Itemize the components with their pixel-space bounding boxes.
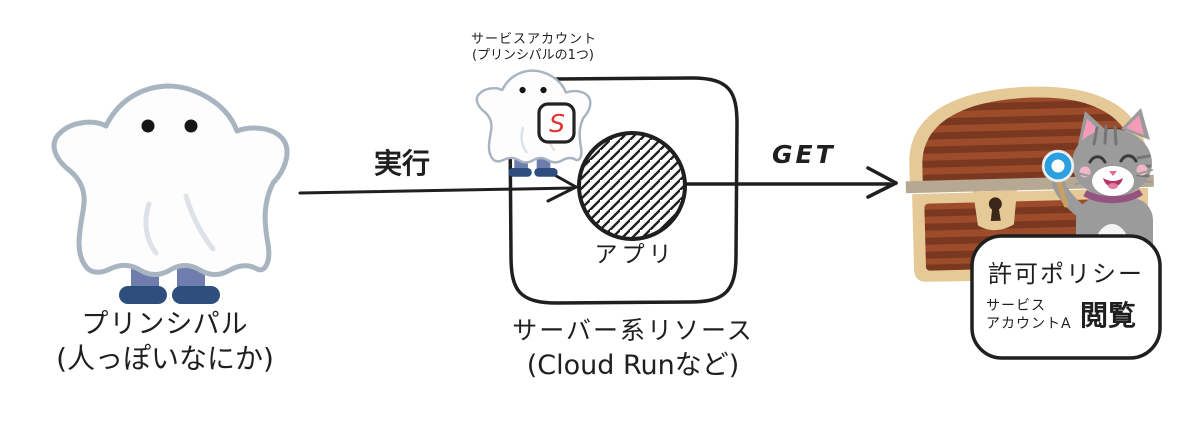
execute-arrow-label: 実行 <box>373 147 430 180</box>
server-resource-name-label: サーバー系リソース <box>512 316 754 345</box>
badge-s-letter: S <box>549 109 565 138</box>
policy-card <box>970 234 1162 360</box>
allow-sign-icon <box>1041 149 1075 208</box>
app-circle <box>577 131 687 241</box>
policy-member-line1: サービス <box>986 298 1046 314</box>
policy-member-line2: アカウントA <box>986 316 1072 332</box>
service-account-note-label: (プリンシパルの1つ) <box>471 48 595 63</box>
get-arrow <box>685 166 898 199</box>
cat-mouth <box>1103 178 1123 187</box>
app-label: アプリ <box>594 242 676 268</box>
principal-ghost-icon <box>54 86 287 304</box>
cat-eye-right <box>1119 154 1138 163</box>
policy-title: 許可ポリシー <box>988 260 1144 288</box>
get-arrow-label: GET <box>772 140 836 169</box>
cat-nose <box>1109 171 1117 176</box>
principal-name-label: プリンシパル <box>81 309 249 340</box>
service-account-name-label: サービスアカウント <box>470 32 597 47</box>
keyhole-icon <box>990 205 1001 222</box>
server-resource-note-label: (Cloud Runなど) <box>526 350 740 381</box>
service-account-badge: S <box>537 102 576 144</box>
cat-collar <box>1083 188 1143 204</box>
policy-role: 閲覧 <box>1080 299 1137 332</box>
principal-note-label: (人っぽいなにか) <box>56 342 274 375</box>
cat-eye-left <box>1088 155 1107 164</box>
